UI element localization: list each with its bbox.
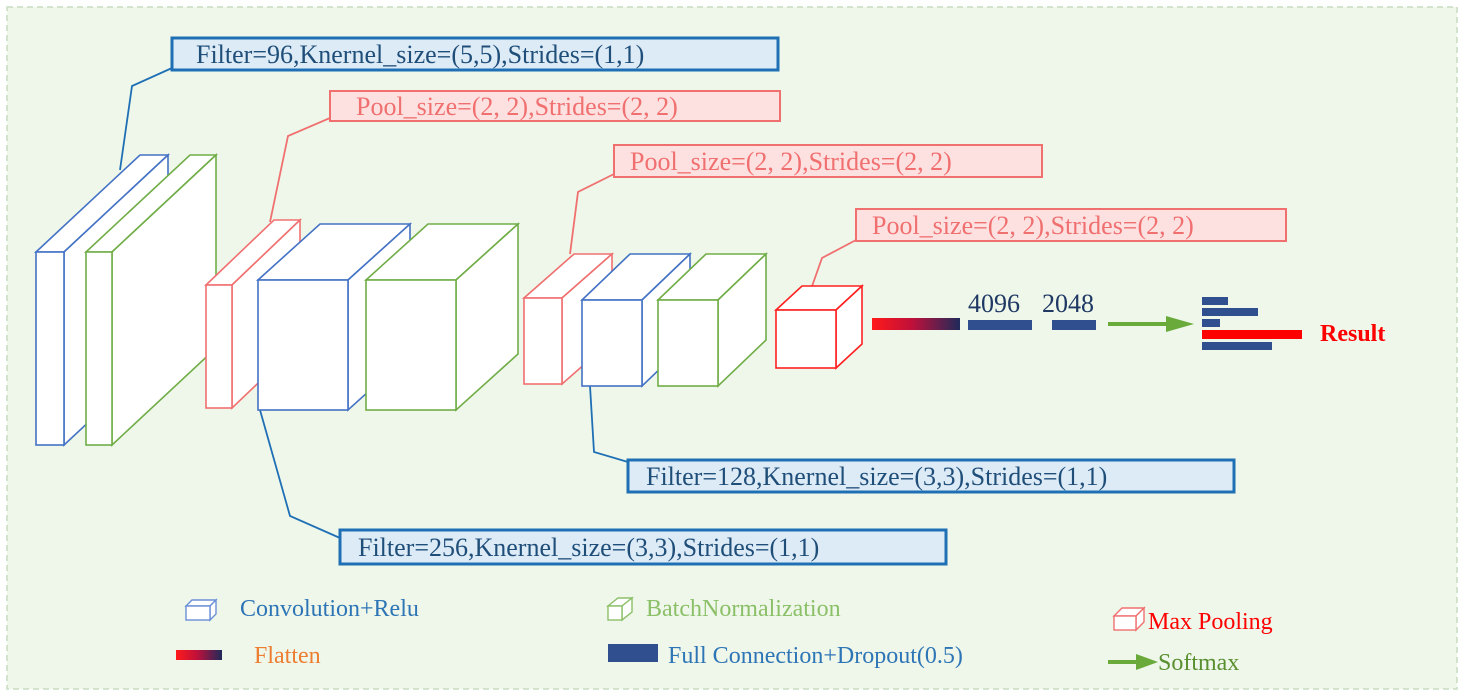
fc-4096-bar: [968, 320, 1032, 330]
conv1-leader-line: [119, 67, 173, 171]
connector-lines: [119, 67, 857, 539]
pool1-leader-line: [269, 117, 331, 223]
legend-softmax-icon: [1108, 654, 1158, 670]
conv2-label-text: Filter=256,Knernel_size=(3,3),Strides=(1…: [358, 533, 819, 562]
legend-flatten-label: Flatten: [254, 643, 321, 669]
legend-bn-label: BatchNormalization: [646, 596, 841, 622]
pool2-leader-line: [569, 173, 615, 255]
pool1-label-text: Pool_size=(2, 2),Strides=(2, 2): [356, 92, 678, 121]
conv2-leader-line: [259, 409, 341, 539]
bn2-block: [363, 222, 521, 412]
conv3-label-box: Filter=128,Knernel_size=(3,3),Strides=(1…: [626, 458, 1236, 494]
conv1-label-box: Filter=96,Knernel_size=(5,5),Strides=(1,…: [170, 36, 780, 72]
conv3-leader-line: [589, 385, 629, 463]
legend-fc-icon: [608, 644, 658, 662]
result-label: Result: [1320, 321, 1385, 347]
legend-pool-icon: [1112, 606, 1146, 632]
conv2-label-box: Filter=256,Knernel_size=(3,3),Strides=(1…: [338, 528, 948, 566]
legend-conv-label: Convolution+Relu: [240, 596, 419, 622]
pool2-label-text: Pool_size=(2, 2),Strides=(2, 2): [630, 147, 952, 176]
fc-4096-label: 4096: [968, 289, 1020, 318]
pool3-label-text: Pool_size=(2, 2),Strides=(2, 2): [872, 211, 1194, 240]
layer-blocks: [33, 153, 865, 447]
flatten-bar: [872, 318, 960, 330]
pool3-leader-line: [809, 239, 857, 293]
softmax-arrow: [1108, 316, 1194, 332]
pool1-label-box: Pool_size=(2, 2),Strides=(2, 2): [329, 90, 781, 122]
pool2-label-box: Pool_size=(2, 2),Strides=(2, 2): [613, 144, 1043, 178]
legend-pool-label: Max Pooling: [1148, 609, 1273, 635]
fc-2048-label: 2048: [1042, 289, 1094, 318]
legend-softmax-label: Softmax: [1158, 650, 1239, 676]
conv1-label-text: Filter=96,Knernel_size=(5,5),Strides=(1,…: [196, 40, 644, 69]
fc-2048-bar: [1052, 320, 1096, 330]
conv3-label-text: Filter=128,Knernel_size=(3,3),Strides=(1…: [646, 462, 1107, 491]
legend-flatten-icon: [176, 650, 222, 660]
pool3-block: [773, 284, 865, 370]
legend-conv-icon: [184, 598, 218, 622]
legend-fc-label: Full Connection+Dropout(0.5): [668, 643, 963, 669]
pool3-label-box: Pool_size=(2, 2),Strides=(2, 2): [855, 208, 1287, 242]
result-histogram: [1202, 297, 1302, 350]
bn3-block: [656, 252, 768, 388]
legend-bn-icon: [606, 596, 634, 622]
legend: Convolution+Relu BatchNormalization Max …: [176, 596, 1273, 676]
